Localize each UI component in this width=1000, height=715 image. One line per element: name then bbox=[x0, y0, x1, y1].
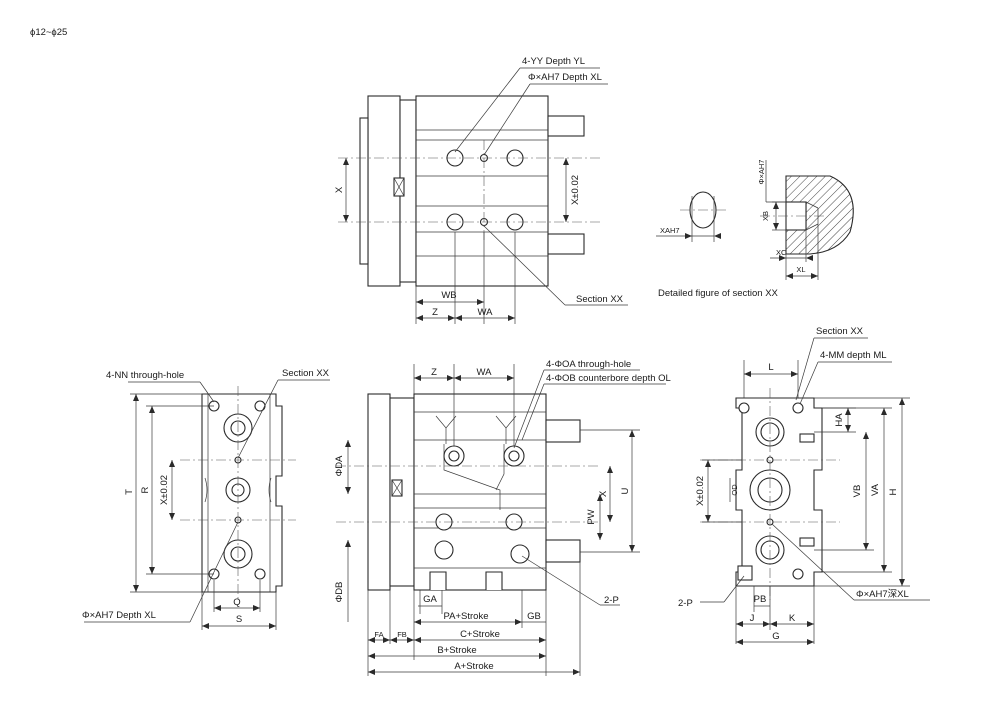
dim-pw: PW bbox=[586, 509, 597, 524]
dim-xl: XL bbox=[796, 265, 805, 274]
detail-section: XAH7 Φ×AH7 XB XC XL Detailed figure of s… bbox=[656, 160, 854, 299]
right-view: L Section XX 4-MM depth ML HA VB VA H bbox=[678, 326, 930, 645]
dim-wb: WB bbox=[441, 290, 456, 301]
dim-va: VA bbox=[870, 483, 881, 496]
left-section-xx-label: Section XX bbox=[282, 368, 330, 379]
rod-lower bbox=[547, 233, 585, 255]
side-port bbox=[799, 537, 815, 547]
dim-x-tol: X±0.02 bbox=[570, 175, 581, 205]
dim-db: ΦDB bbox=[334, 582, 345, 603]
dim-fa: FA bbox=[374, 630, 383, 639]
dim-fb: FB bbox=[397, 630, 407, 639]
hole-depth-label: Φ×AH7 Depth XL bbox=[528, 72, 602, 83]
dim-xah7: XAH7 bbox=[660, 226, 680, 235]
dim-da: ΦDA bbox=[334, 455, 345, 476]
right-p-label: 2-P bbox=[678, 598, 693, 609]
dim-c-stroke: C+Stroke bbox=[460, 629, 500, 640]
dim-a-stroke: A+Stroke bbox=[454, 661, 493, 672]
dim-z: Z bbox=[432, 307, 438, 318]
dim-xc: XC bbox=[776, 248, 787, 257]
mount-hole bbox=[510, 544, 530, 564]
port-plug bbox=[737, 565, 753, 581]
port-slot bbox=[429, 571, 447, 590]
dim-x-tol-left: X±0.02 bbox=[159, 475, 170, 505]
dim-b-stroke: B+Stroke bbox=[437, 645, 476, 656]
corner-hole bbox=[254, 568, 266, 580]
left-hole-label: Φ×AH7 Depth XL bbox=[82, 610, 156, 621]
dim-g: G bbox=[772, 631, 779, 642]
corner-hole bbox=[792, 402, 804, 414]
side-port bbox=[799, 433, 815, 443]
corner-hole bbox=[254, 400, 266, 412]
rod-lower bbox=[545, 539, 581, 563]
dim-x-tol-right: X±0.02 bbox=[695, 476, 706, 506]
dim-ga: GA bbox=[423, 594, 437, 605]
dim-od: OD bbox=[730, 484, 739, 496]
cylinder-body bbox=[415, 95, 549, 287]
corner-hole bbox=[792, 568, 804, 580]
nn-through-hole-label: 4-NN through-hole bbox=[106, 370, 184, 381]
end-plate bbox=[367, 393, 391, 591]
left-view: T R X±0.02 Q S 4-NN through-hole Section… bbox=[82, 368, 330, 630]
dim-l: L bbox=[768, 362, 773, 373]
end-plate-lip bbox=[359, 117, 369, 265]
front-p-label: 2-P bbox=[604, 595, 619, 606]
dim-x-front: X bbox=[598, 490, 609, 497]
section-xx-label: Section XX bbox=[576, 294, 624, 305]
dim-ha: HA bbox=[834, 413, 845, 427]
yy-depth-label: 4-YY Depth YL bbox=[522, 56, 585, 67]
dim-q: Q bbox=[233, 597, 240, 608]
dim-x: X bbox=[334, 186, 345, 193]
mm-depth-label: 4-MM depth ML bbox=[820, 350, 887, 361]
dim-vb: VB bbox=[852, 485, 863, 498]
port-slot bbox=[485, 571, 503, 590]
dim-r: R bbox=[140, 486, 151, 493]
dim-xb: XB bbox=[761, 211, 770, 221]
dim-j: J bbox=[750, 613, 755, 624]
corner-hole bbox=[738, 402, 750, 414]
dim-s: S bbox=[236, 614, 242, 625]
dim-k: K bbox=[789, 613, 796, 624]
size-range-label: ϕ12~ϕ25 bbox=[30, 27, 67, 38]
dim-pb: PB bbox=[754, 594, 767, 605]
dim-wa: WA bbox=[478, 307, 494, 318]
right-hole-label: Φ×AH7深XL bbox=[856, 589, 909, 600]
right-section-xx-label: Section XX bbox=[816, 326, 864, 337]
dim-gb: GB bbox=[527, 611, 541, 622]
dim-pa-stroke: PA+Stroke bbox=[444, 611, 489, 622]
rod-upper bbox=[545, 419, 581, 443]
dim-t: T bbox=[124, 489, 135, 495]
oa-through-hole-label: 4-ΦOA through-hole bbox=[546, 359, 631, 370]
dim-wa-front: WA bbox=[477, 367, 493, 378]
detail-phi-xah7: Φ×AH7 bbox=[757, 160, 766, 185]
front-view: ΦDA ΦDB X U PW Z WA 4-ΦOA through-hole 4 bbox=[334, 359, 671, 676]
dim-h: H bbox=[888, 488, 899, 495]
dim-u: U bbox=[620, 487, 631, 494]
ob-counterbore-label: 4-ΦOB counterbore depth OL bbox=[546, 373, 671, 384]
mount-hole bbox=[434, 540, 454, 560]
rod-upper bbox=[547, 115, 585, 137]
dim-z-front: Z bbox=[431, 367, 437, 378]
top-view: X X±0.02 4-YY Depth YL Φ×AH7 Depth XL Se… bbox=[334, 56, 628, 324]
detail-caption: Detailed figure of section XX bbox=[658, 288, 779, 299]
